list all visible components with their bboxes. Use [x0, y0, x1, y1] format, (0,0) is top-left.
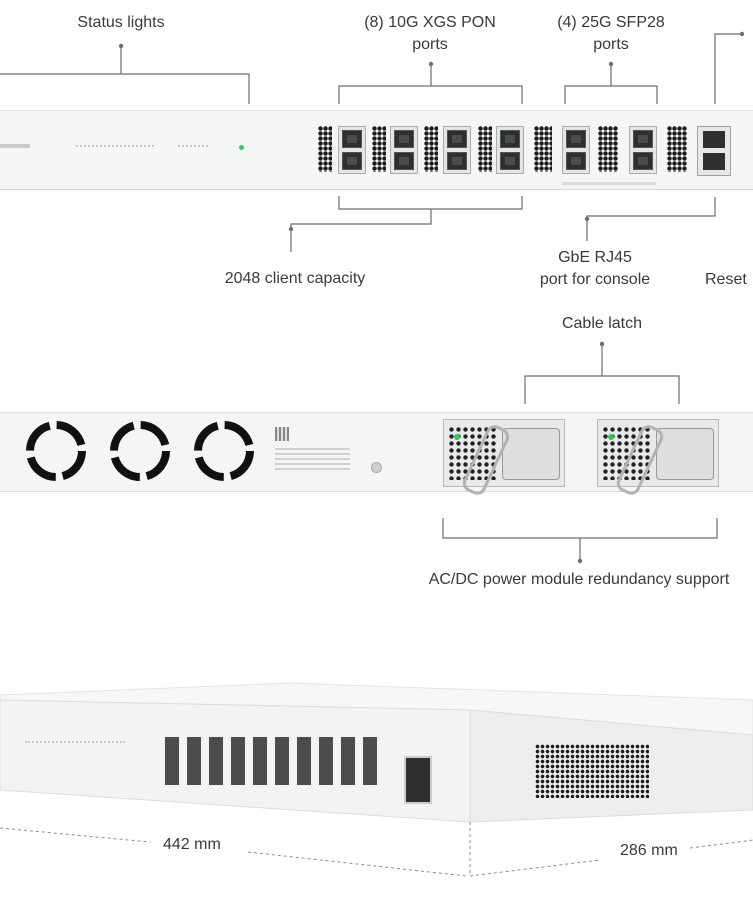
label-console-line2: port for console [539, 271, 651, 288]
3d-port-block [165, 737, 385, 785]
front-vent-7 [667, 126, 687, 172]
psu-module-2[interactable] [597, 419, 719, 498]
ground-screw-icon [371, 462, 382, 473]
model-text [0, 144, 30, 148]
3d-status-leds [25, 741, 125, 747]
label-pon-ports-line1: (8) 10G XGS PON [364, 14, 496, 31]
label-width-dim: 442 mm [163, 836, 221, 853]
psu-module-1[interactable] [443, 419, 565, 498]
front-vent-1 [318, 126, 332, 172]
label-pon-ports: (8) 10G XGS PON ports [330, 12, 530, 56]
side-vent [535, 744, 649, 798]
front-vent-3 [424, 126, 438, 172]
pon-port-pair-1[interactable] [338, 126, 366, 174]
pon-port-pair-4[interactable] [496, 126, 524, 174]
label-sfp-ports-line2: ports [593, 36, 629, 53]
status-leds [76, 143, 256, 157]
label-power-redundancy: AC/DC power module redundancy support [428, 571, 730, 588]
label-console: GbE RJ45 port for console [520, 247, 670, 291]
label-status-lights: Status lights [77, 14, 165, 31]
label-reset: Reset [705, 271, 747, 288]
label-client-capacity: 2048 client capacity [224, 270, 366, 287]
sfp-port-pair-1[interactable] [562, 126, 590, 174]
front-vent-6 [598, 126, 618, 172]
front-vent-5 [534, 126, 552, 172]
rj45-console-port[interactable] [697, 126, 731, 176]
label-console-line1: GbE RJ45 [558, 249, 632, 266]
qr-code-icon [275, 427, 289, 441]
pon-port-pair-3[interactable] [443, 126, 471, 174]
front-vent-4 [478, 126, 492, 172]
label-sfp-ports-line1: (4) 25G SFP28 [557, 14, 665, 31]
psu-led-1 [454, 434, 460, 440]
psu-led-2 [608, 434, 614, 440]
rear-label-text [275, 448, 350, 470]
label-cable-latch: Cable latch [561, 315, 643, 332]
sfp-port-pair-2[interactable] [629, 126, 657, 174]
label-sfp-ports: (4) 25G SFP28 ports [536, 12, 686, 56]
3d-rj45 [404, 756, 432, 804]
label-pon-ports-line2: ports [412, 36, 448, 53]
sfp-underline [562, 182, 656, 185]
power-inlet-2 [656, 428, 714, 480]
power-inlet-1 [502, 428, 560, 480]
status-led-green [239, 145, 244, 150]
front-vent-2 [372, 126, 386, 172]
pon-port-pair-2[interactable] [390, 126, 418, 174]
label-depth-dim: 286 mm [620, 842, 678, 859]
